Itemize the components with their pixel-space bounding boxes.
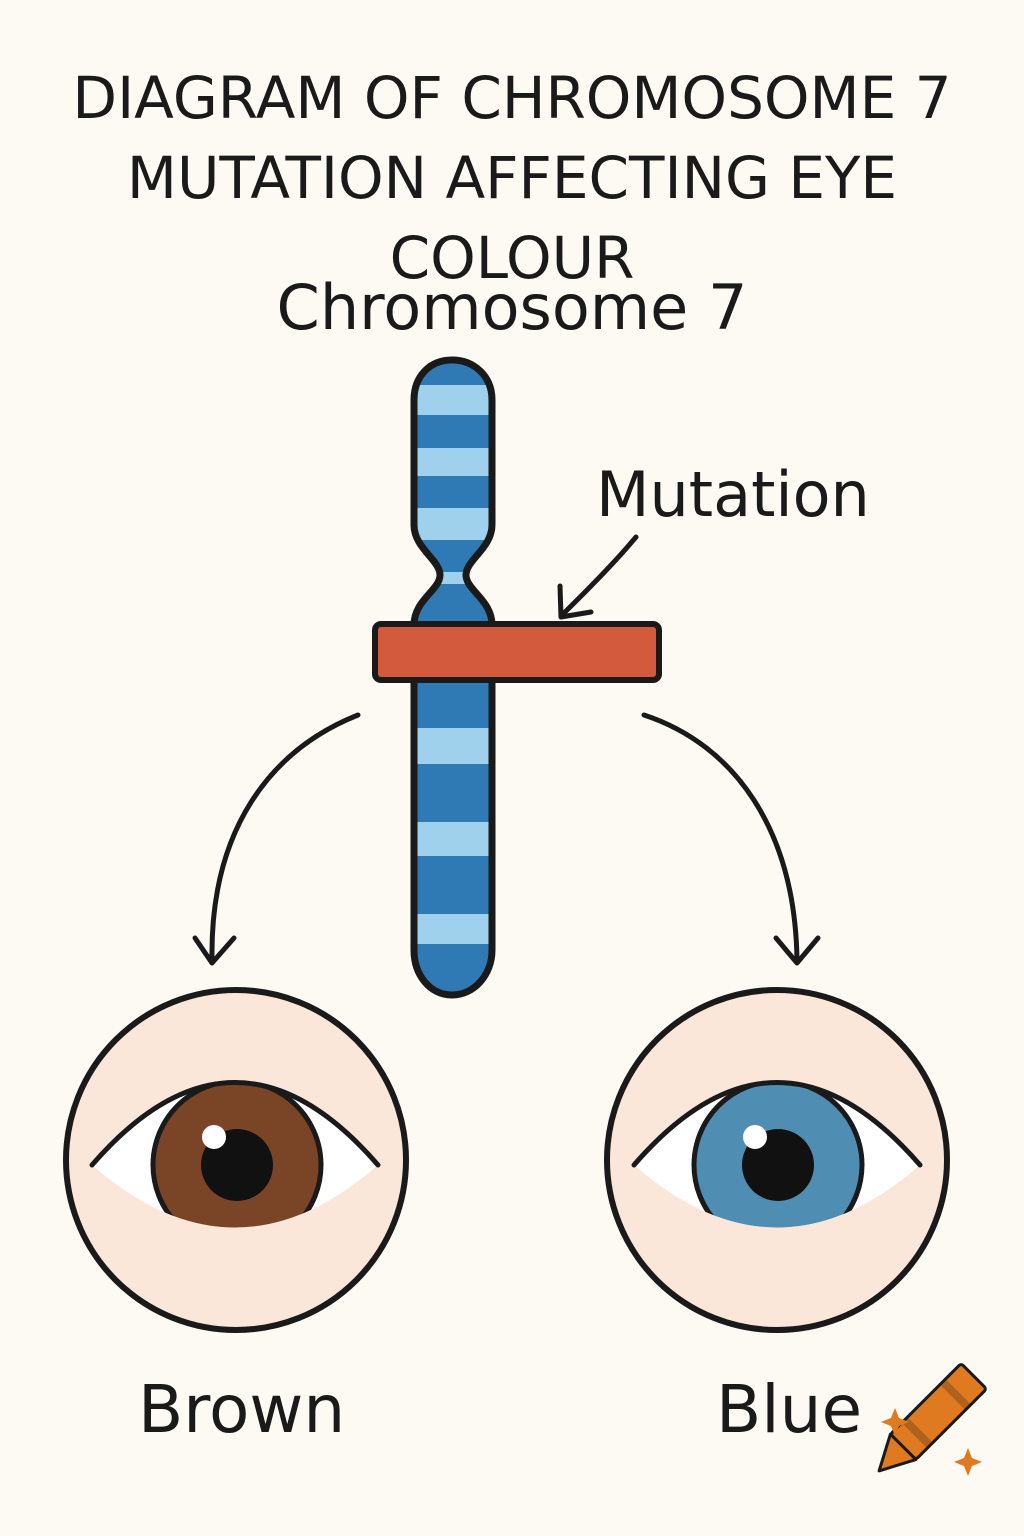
diagram-title: DIAGRAM OF CHROMOSOME 7 MUTATION AFFECTI…: [0, 58, 1024, 298]
chromosome-label: Chromosome 7: [276, 271, 748, 344]
brown-eye-label: Brown: [138, 1371, 346, 1448]
chromosome-band: [414, 385, 492, 415]
chromosome-band: [414, 728, 492, 764]
title-line-1: DIAGRAM OF CHROMOSOME 7: [72, 64, 952, 132]
chromosome-outline: [410, 356, 496, 999]
crayon-icon: [877, 1363, 987, 1473]
brown-eye-upper-lid: [89, 1080, 381, 1168]
title-line-2: MUTATION AFFECTING EYE COLOUR: [126, 144, 898, 292]
blue-eye: [604, 987, 950, 1333]
mutation-label: Mutation: [596, 458, 870, 531]
chromosome-band: [414, 448, 492, 476]
chromosome-band: [414, 914, 492, 944]
brown-eye-highlight: [202, 1125, 226, 1149]
chromosome-band: [414, 822, 492, 856]
brown-eye: [63, 987, 409, 1333]
mutation-bar: [372, 621, 662, 683]
sparkle-icon: [881, 1408, 982, 1476]
chromosome-band: [414, 572, 492, 584]
chromosome-bands: [414, 385, 492, 944]
arrow-to-blue-eye: [641, 712, 821, 966]
blue-eye-highlight: [743, 1125, 767, 1149]
mutation-arrow: [557, 534, 639, 620]
blue-eye-upper-lid: [631, 1080, 923, 1168]
blue-eye-label: Blue: [716, 1371, 863, 1448]
arrow-to-brown-eye: [192, 712, 361, 966]
chromosome-band: [414, 508, 492, 540]
